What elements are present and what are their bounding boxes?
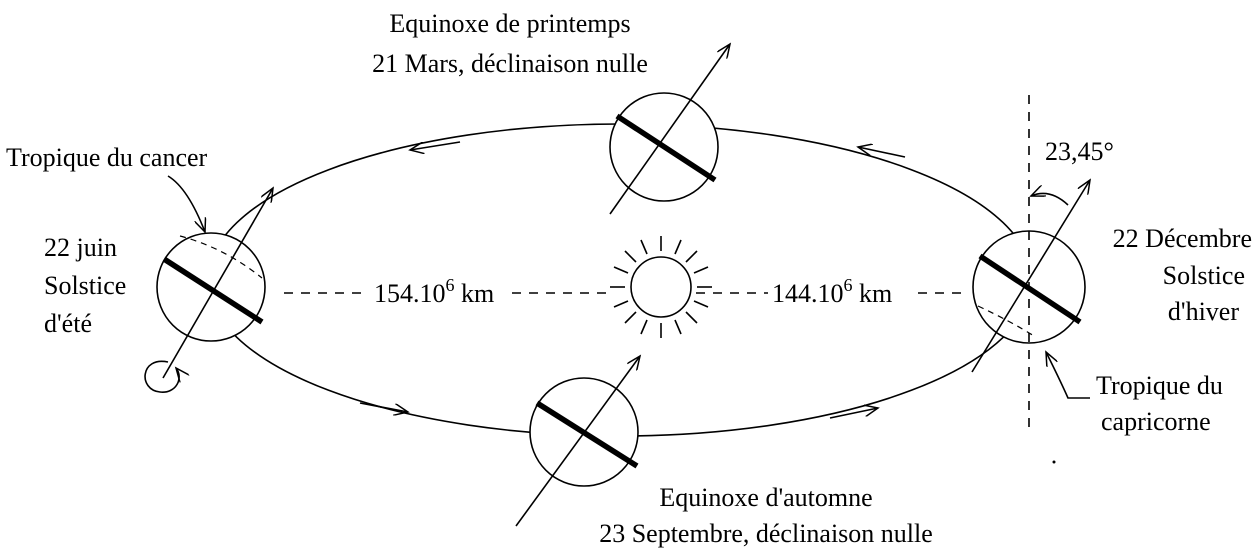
tilt-angle-label: 23,45°: [1045, 137, 1114, 166]
stray-dot: [1053, 461, 1056, 464]
distance-far-label: 154.106 km: [374, 275, 494, 308]
orbit-direction-arrow-top-left: [410, 142, 460, 150]
earth-december-solstice: [972, 180, 1090, 372]
distance-near-label: 144.106 km: [772, 275, 892, 308]
cancer-pointer: [168, 176, 205, 232]
spring-equinox-title: Equinoxe de printemps: [389, 9, 630, 38]
orbit-direction-arrow-top-right: [858, 147, 905, 157]
earth-autumn-equinox: [516, 356, 640, 526]
spring-equinox-subtitle: 21 Mars, déclinaison nulle: [372, 49, 648, 78]
tropic-capricorn-label-1: Tropique du: [1096, 371, 1223, 400]
june-solstice-label: Solstice: [44, 271, 126, 300]
tilt-angle-arc: [1031, 193, 1068, 205]
capricorn-pointer: [1046, 352, 1090, 398]
december-winter-label: d'hiver: [1168, 297, 1239, 326]
autumn-equinox-subtitle: 23 Septembre, déclinaison nulle: [599, 519, 933, 548]
tropic-cancer-label: Tropique du cancer: [6, 143, 208, 172]
december-date-label: 22 Décembre: [1113, 224, 1252, 253]
orbit-direction-arrow-bottom-left: [360, 403, 408, 412]
rotation-arrow-icon: [145, 361, 179, 392]
autumn-equinox-title: Equinoxe d'automne: [659, 483, 872, 512]
tropic-capricorn-label-2: capricorne: [1101, 407, 1211, 436]
sun-icon: [610, 236, 712, 338]
june-date-label: 22 juin: [44, 233, 117, 262]
december-solstice-label: Solstice: [1163, 261, 1245, 290]
earth-june-solstice: [145, 188, 273, 392]
june-summer-label: d'été: [44, 309, 92, 338]
